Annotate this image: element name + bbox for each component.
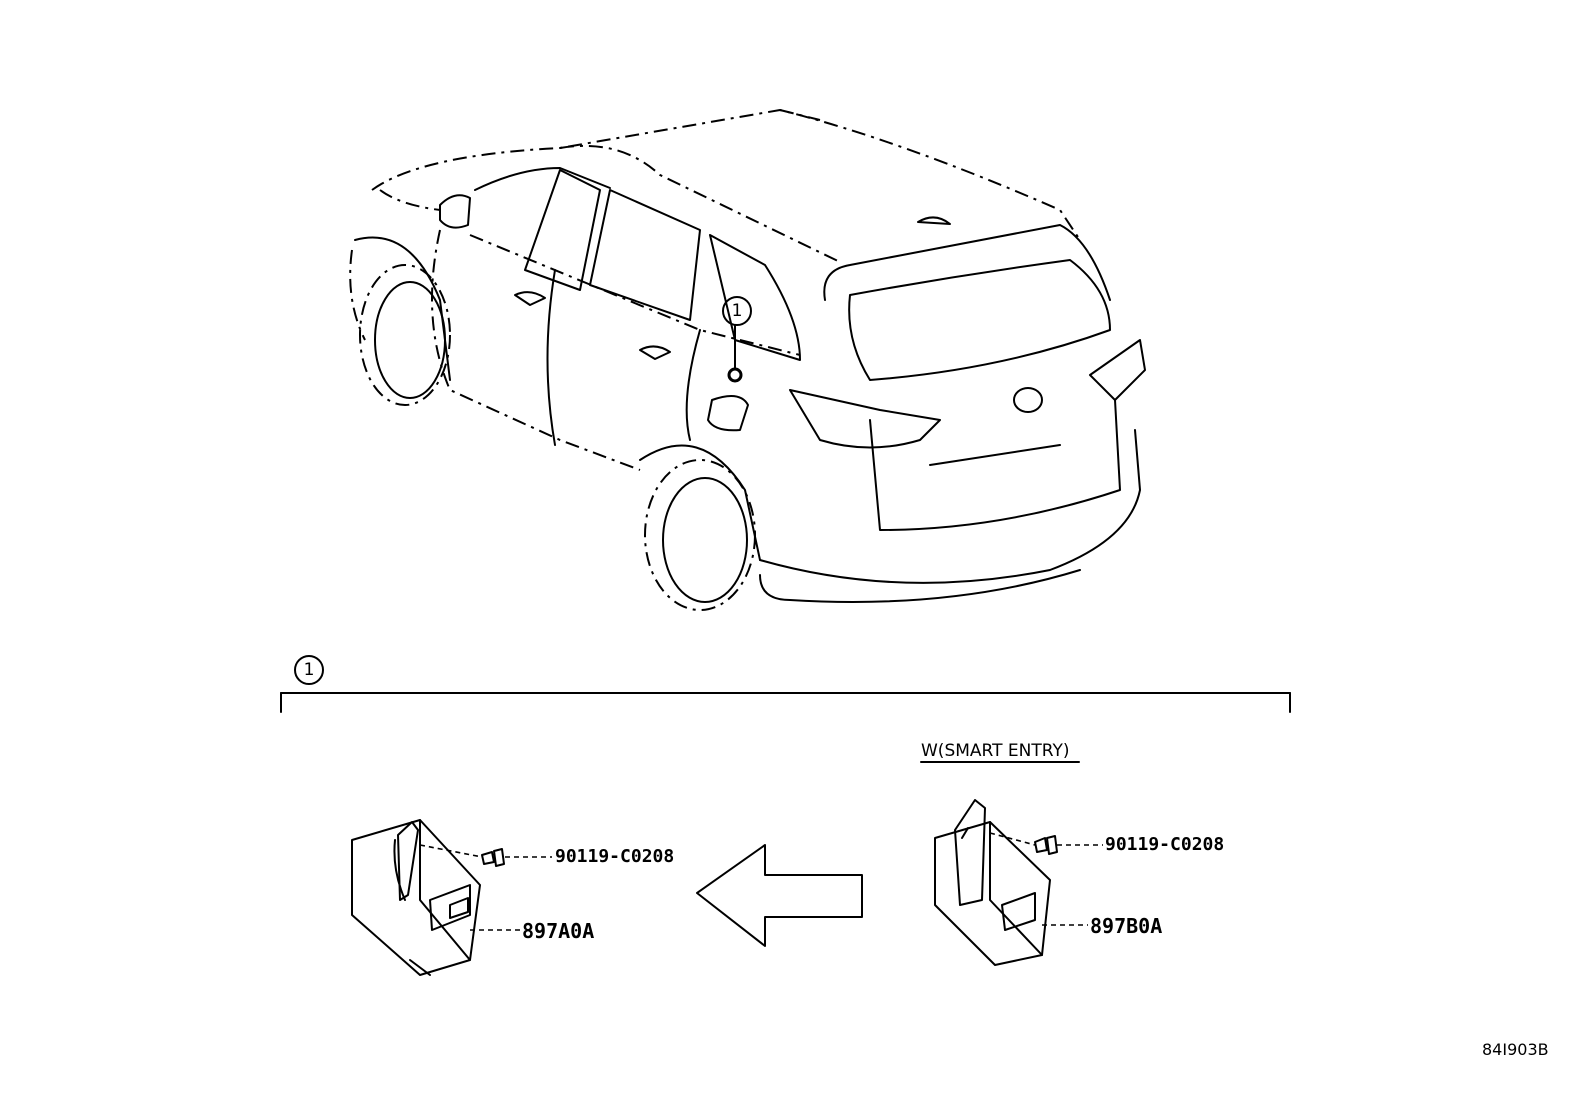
figure-id: 84I903B	[1482, 1040, 1549, 1059]
section-bracket	[280, 692, 1291, 713]
replacement-arrow-icon	[696, 844, 863, 947]
variant-label: W(SMART ENTRY)	[921, 741, 1070, 761]
vehicle-callout-marker: 1	[722, 296, 752, 326]
right-module-illustration	[934, 799, 1051, 966]
section-callout-marker: 1	[294, 655, 324, 685]
left-module-illustration	[351, 819, 481, 976]
right-module-part-number: 897B0A	[1090, 914, 1163, 938]
left-module-part-number: 897A0A	[522, 919, 595, 943]
right-bolt-icon	[1034, 835, 1058, 855]
left-bolt-icon	[481, 848, 505, 867]
vehicle-illustration	[349, 109, 1146, 611]
left-bolt-part-number: 90119-C0208	[555, 846, 675, 867]
right-bolt-part-number: 90119-C0208	[1105, 834, 1225, 855]
